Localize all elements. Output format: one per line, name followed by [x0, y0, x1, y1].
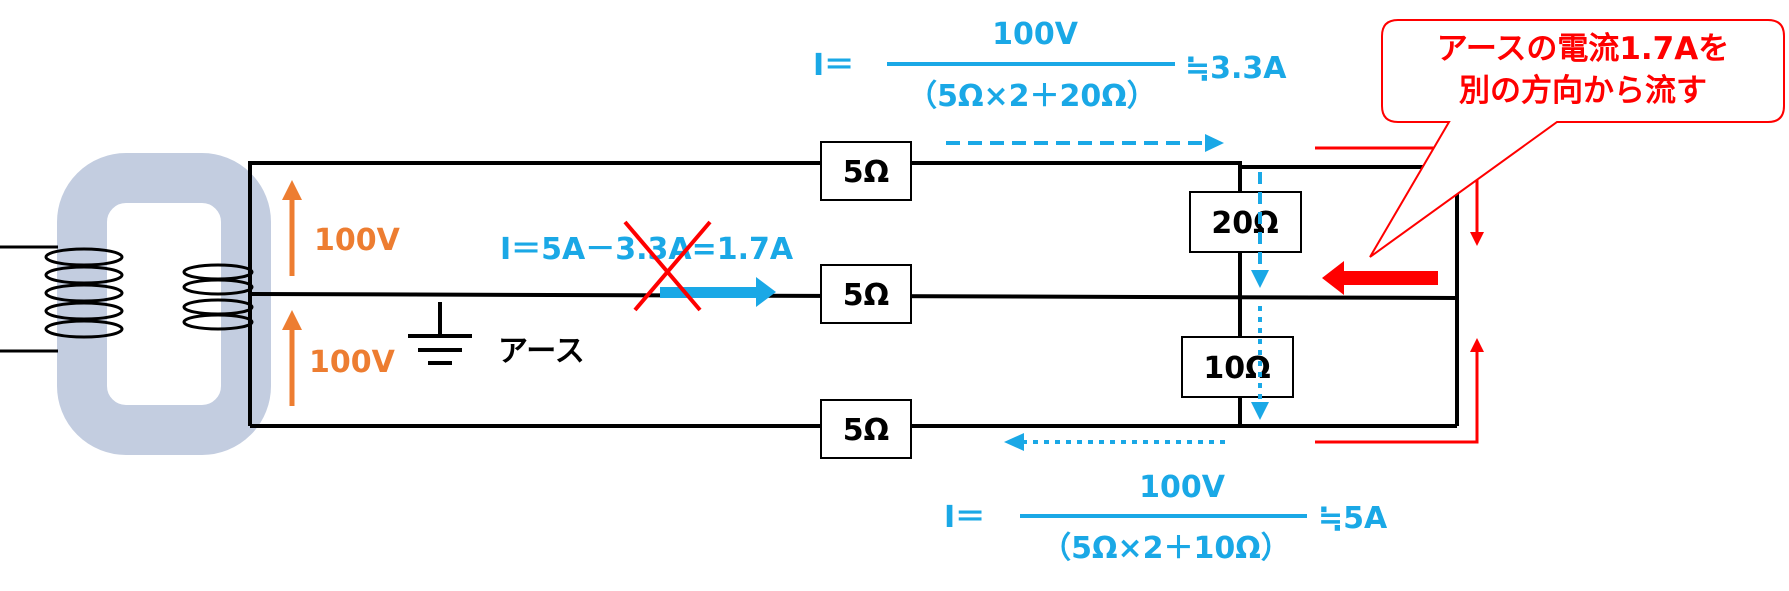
- formula-top-denominator: （5Ω×2＋20Ω）: [907, 79, 1157, 114]
- neutral-current-arrow: [660, 277, 776, 307]
- formula-bottom: I＝ 100V （5Ω×2＋10Ω） ≒5A: [944, 470, 1388, 566]
- current-arrow-load-upper: [1251, 172, 1269, 288]
- resistor-load-lower-label: 10Ω: [1203, 351, 1270, 386]
- callout-bubble: [1369, 19, 1785, 258]
- formula-top-result: ≒3.3A: [1185, 51, 1287, 86]
- resistor-bottom: 5Ω: [820, 399, 912, 459]
- resistor-top-label: 5Ω: [843, 155, 889, 190]
- return-arrow-bottom: [1315, 350, 1479, 444]
- return-arrow-top-head: [1470, 232, 1484, 246]
- voltage-upper-label: 100V: [314, 223, 401, 258]
- current-arrow-load-lower: [1251, 306, 1269, 420]
- voltage-arrows: [282, 180, 302, 406]
- return-arrow-bottom-head: [1470, 338, 1484, 352]
- formula-bottom-prefix: I＝: [944, 500, 985, 535]
- ground-label: アース: [498, 334, 585, 369]
- formula-top: I＝ 100V （5Ω×2＋20Ω） ≒3.3A: [813, 17, 1287, 114]
- formula-bottom-numerator: 100V: [1139, 470, 1226, 505]
- resistor-load-upper: 20Ω: [1189, 191, 1302, 253]
- formula-top-prefix: I＝: [813, 48, 854, 83]
- resistor-load-upper-label: 20Ω: [1211, 206, 1278, 241]
- injection-arrow: [1322, 261, 1438, 295]
- formula-bottom-result: ≒5A: [1318, 501, 1388, 536]
- resistor-middle: 5Ω: [820, 264, 912, 324]
- primary-coil: [0, 245, 124, 353]
- current-arrow-bottom: [1004, 433, 1225, 451]
- callout-line1: アースの電流1.7Aを: [1437, 31, 1730, 67]
- current-arrow-top: [946, 134, 1224, 152]
- cross-mark-icon: [623, 220, 712, 312]
- resistor-top: 5Ω: [820, 141, 912, 201]
- resistor-middle-label: 5Ω: [843, 278, 889, 313]
- callout-line2: 別の方向から流す: [1459, 73, 1707, 109]
- ground-icon: [408, 302, 472, 365]
- formula-bottom-denominator: （5Ω×2＋10Ω）: [1041, 531, 1291, 566]
- resistor-bottom-label: 5Ω: [843, 413, 889, 448]
- formula-top-numerator: 100V: [992, 17, 1079, 52]
- resistor-load-lower: 10Ω: [1181, 336, 1294, 398]
- voltage-lower-label: 100V: [309, 345, 396, 380]
